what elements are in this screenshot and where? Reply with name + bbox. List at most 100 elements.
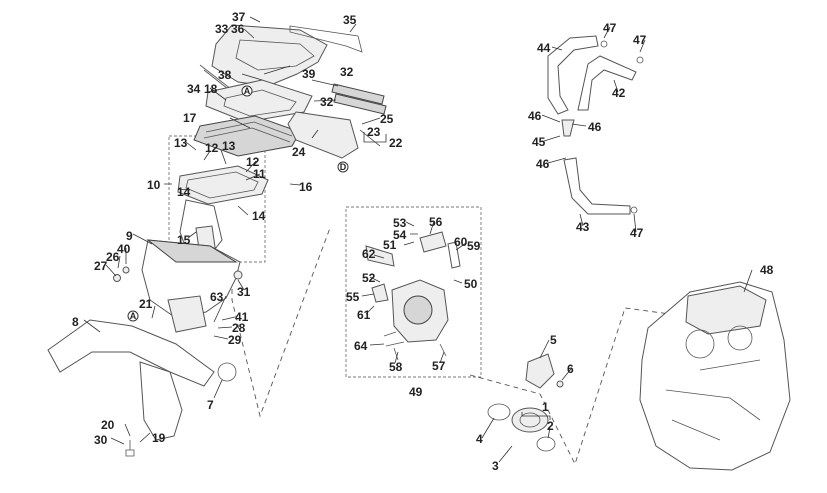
- callout-12-b: 12: [246, 155, 260, 169]
- callout-58: 58: [389, 360, 403, 374]
- fuel-rail-part: [365, 245, 395, 267]
- intake-plate-inner: [223, 89, 297, 117]
- callout-63: 63: [210, 290, 224, 304]
- foam-strip-part: [331, 83, 385, 105]
- bracket-22: [363, 132, 387, 143]
- callout-14-b: 14: [252, 209, 266, 223]
- callout-29: 29: [228, 333, 242, 347]
- filter-element-part: [193, 115, 301, 157]
- callout-40: 40: [117, 242, 131, 256]
- callout-18: 18: [204, 82, 218, 96]
- seal-strip-part: [289, 25, 363, 53]
- callout-42: 42: [612, 86, 626, 100]
- side-cover-part: [287, 111, 359, 159]
- reference-marker-a-label: A: [244, 86, 251, 96]
- callout-46: 46: [528, 109, 542, 123]
- callout-28: 28: [232, 321, 246, 335]
- bracket-1: [521, 412, 551, 420]
- lower-hose-part: [563, 157, 631, 215]
- callout-51: 51: [383, 238, 397, 252]
- fender-lower-part: [139, 361, 183, 441]
- rear-fender-part: [47, 319, 215, 387]
- engine-case-lines: [665, 359, 761, 441]
- callout-62: 62: [362, 247, 376, 261]
- callout-1: 1: [542, 400, 549, 414]
- callout-32: 32: [340, 65, 354, 79]
- callout-54: 54: [393, 228, 407, 242]
- upper-hose-part: [547, 35, 599, 115]
- reference-marker-a: [241, 85, 253, 97]
- airbox-cover-rib: [235, 39, 315, 71]
- boot-clamp-part: [487, 403, 511, 421]
- flange-bolt-part: [556, 380, 564, 388]
- hose-clip-part-2: [636, 56, 644, 64]
- callout-22: 22: [389, 136, 403, 150]
- callout-46-c: 46: [536, 157, 550, 171]
- callout-2: 2: [547, 419, 554, 433]
- breather-hose-part: [577, 55, 637, 111]
- engine-head-part: [685, 285, 767, 335]
- callout-23: 23: [367, 125, 381, 139]
- filter-frame-inner: [185, 171, 259, 199]
- grommet-part: [113, 274, 121, 282]
- intake-boot-bore: [519, 412, 541, 428]
- callout-10: 10: [147, 178, 161, 192]
- callout-39: 39: [302, 67, 316, 81]
- callout-24: 24: [292, 145, 306, 159]
- callout-3: 3: [492, 459, 499, 473]
- callout-13-b: 13: [222, 139, 236, 153]
- callout-53: 53: [393, 216, 407, 230]
- callout-4: 4: [476, 432, 483, 446]
- callout-47-c: 47: [630, 226, 644, 240]
- hose-clamp-part: [217, 362, 237, 382]
- reference-marker-d: [337, 161, 349, 173]
- callout-15: 15: [177, 233, 191, 247]
- screws-part: [383, 331, 405, 347]
- callout-13: 13: [174, 136, 188, 150]
- callout-45: 45: [532, 135, 546, 149]
- callout-14: 14: [177, 185, 191, 199]
- o-ring-part: [536, 436, 556, 452]
- callout-30: 30: [94, 433, 108, 447]
- reference-marker-d-label: D: [340, 162, 347, 172]
- callout-41: 41: [235, 310, 249, 324]
- grommet-part-2: [233, 270, 243, 280]
- callout-16: 16: [299, 180, 313, 194]
- callout-8: 8: [72, 315, 79, 329]
- callout-57: 57: [432, 359, 446, 373]
- engine-intake-port: [685, 329, 715, 359]
- hose-clip-part-3: [630, 206, 638, 214]
- callout-38: 38: [218, 68, 232, 82]
- t-fitting-part: [561, 119, 575, 137]
- throttle-bore: [403, 295, 433, 325]
- callout-25: 25: [380, 112, 394, 126]
- callout-7: 7: [207, 398, 214, 412]
- callout-35: 35: [343, 13, 357, 27]
- airbox-outlet-part: [167, 295, 207, 333]
- callout-37: 37: [232, 10, 246, 24]
- callout-5: 5: [550, 333, 557, 347]
- callout-46-b: 46: [588, 120, 602, 134]
- callout-27: 27: [94, 259, 108, 273]
- callout-55: 55: [346, 290, 360, 304]
- routing-line-right: [469, 307, 701, 466]
- callout-12: 12: [205, 141, 219, 155]
- callout-47-b: 47: [633, 33, 647, 47]
- callout-36: 36: [231, 22, 245, 36]
- callout-60: 60: [454, 235, 468, 249]
- callout-17: 17: [183, 111, 197, 125]
- callout-20: 20: [101, 418, 115, 432]
- injector-part: [419, 231, 447, 253]
- callout-32-b: 32: [320, 95, 334, 109]
- collar-part: [122, 266, 130, 274]
- leader-lines: [83, 16, 753, 463]
- injector-nozzle-part: [447, 241, 461, 269]
- callout-34: 34: [187, 82, 201, 96]
- callout-59: 59: [467, 239, 481, 253]
- engine-cover-boss: [727, 325, 753, 351]
- reference-marker-a-2: [127, 310, 139, 322]
- callout-64: 64: [354, 339, 368, 353]
- callout-47: 47: [603, 21, 617, 35]
